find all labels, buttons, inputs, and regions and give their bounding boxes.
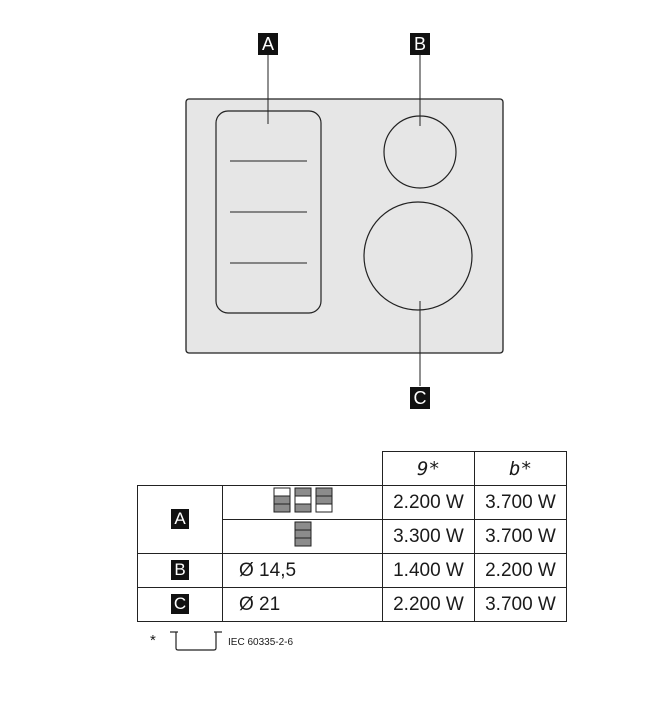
label-c: C (410, 387, 430, 409)
power-table: 9* b* A 2.200 W 3.700 W (137, 451, 567, 622)
zone-cell-c: C (137, 587, 223, 622)
zone-cell-a: A (137, 485, 223, 554)
table-row: B Ø 14,5 1.400 W 2.200 W (137, 553, 567, 588)
zone-c-circle (363, 201, 473, 311)
table-header-row: 9* b* (138, 451, 567, 486)
standard-reference: IEC 60335-2-6 (228, 637, 294, 648)
hob-diagram (185, 55, 504, 386)
power-level-9: 3.300 W (382, 519, 475, 554)
power-level-9: 2.200 W (382, 485, 475, 520)
hob-surface (185, 98, 504, 354)
power-boost: 2.200 W (474, 553, 567, 588)
zone-tag: A (171, 509, 189, 530)
power-level-9: 2.200 W (382, 587, 475, 622)
power-level-9: 1.400 W (382, 553, 475, 588)
pot-icon (170, 631, 222, 651)
table-row: A 2.200 W 3.700 W (137, 485, 567, 554)
zone-diameter: Ø 21 (222, 587, 383, 622)
flexible-zone-bridge-icon (222, 519, 383, 554)
header-level-9: 9* (382, 451, 475, 486)
zone-tag: B (171, 560, 189, 581)
zone-diameter: Ø 14,5 (222, 553, 383, 588)
flexible-zone-full-icon (222, 485, 383, 520)
table-row: C Ø 21 2.200 W 3.700 W (137, 587, 567, 622)
zone-tag: C (171, 594, 189, 615)
header-boost: b* (474, 451, 567, 486)
label-b: B (410, 33, 430, 55)
power-boost: 3.700 W (474, 519, 567, 554)
power-boost: 3.700 W (474, 485, 567, 520)
power-boost: 3.700 W (474, 587, 567, 622)
footnote-marker: * (150, 632, 156, 649)
zone-cell-b: B (137, 553, 223, 588)
table-row: 3.300 W 3.700 W (138, 519, 567, 554)
label-a: A (258, 33, 278, 55)
